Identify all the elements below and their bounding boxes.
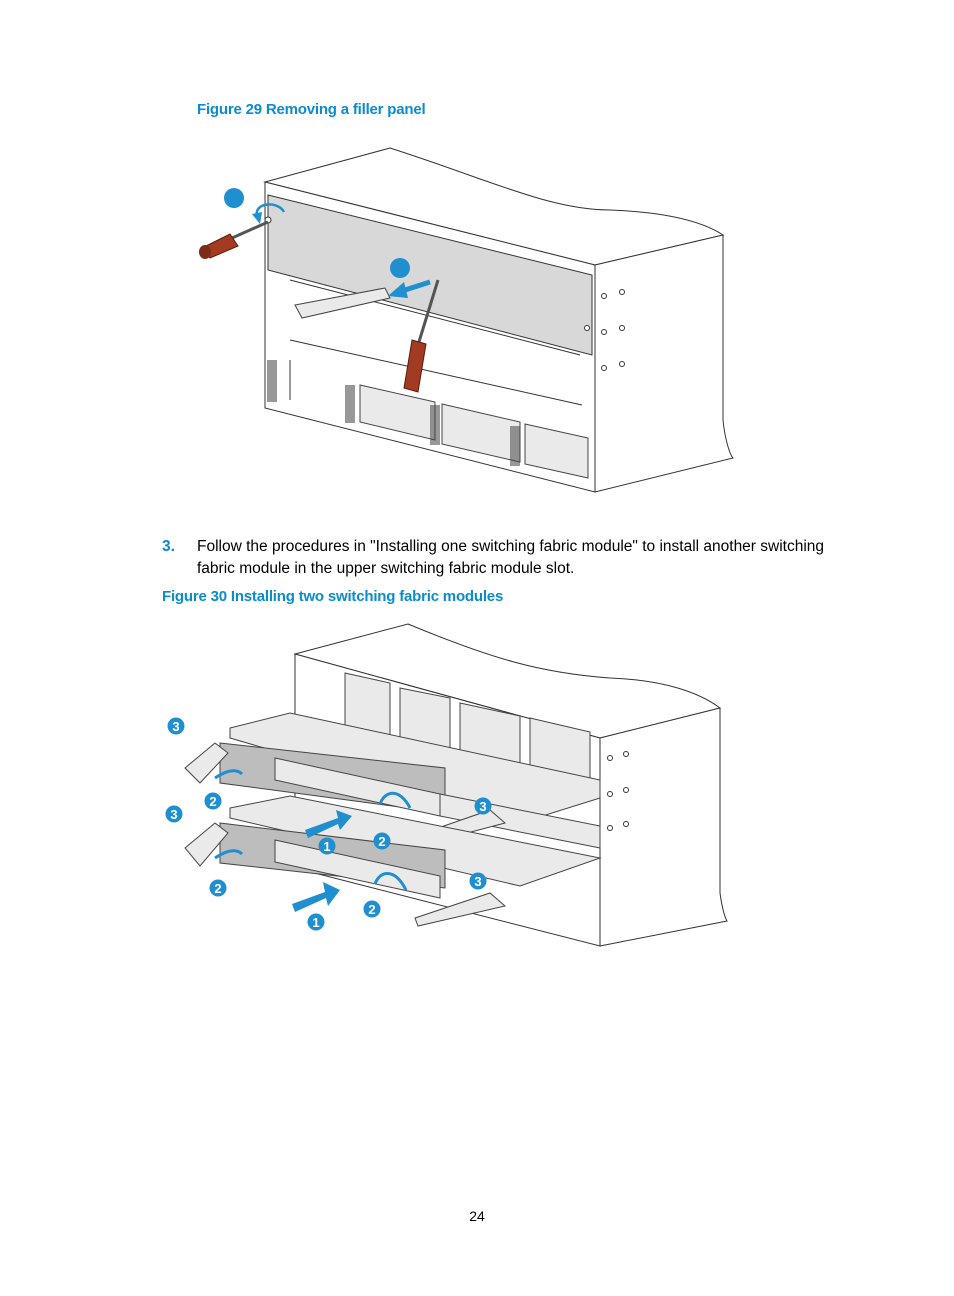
callout-1-a: 1 <box>318 837 336 855</box>
chassis-side <box>594 234 734 493</box>
screwdriver-left <box>199 220 269 259</box>
figure-29-illustration <box>199 147 734 493</box>
callout-1-fig29 <box>224 188 244 208</box>
rotate-arrow-upper-right-icon <box>378 791 412 809</box>
callout-1-b: 1 <box>307 913 325 931</box>
svg-text:2: 2 <box>214 881 221 896</box>
page-number: 24 <box>469 1208 485 1224</box>
chassis-top <box>263 147 725 266</box>
callout-3-c: 3 <box>474 797 492 815</box>
pull-arrow-icon <box>404 279 431 293</box>
svg-text:3: 3 <box>172 719 179 734</box>
lower-left-ejector <box>184 822 229 867</box>
lower-module-front <box>274 839 441 899</box>
figure-30-caption: Figure 30 Installing two switching fabri… <box>162 588 504 605</box>
figure-29-caption: Figure 29 Removing a filler panel <box>197 101 426 118</box>
callout-2-a: 2 <box>204 792 222 810</box>
rotate-arrow-lower-left-icon <box>214 849 244 860</box>
svg-text:3: 3 <box>479 799 486 814</box>
callout-2-d: 2 <box>363 900 381 918</box>
svg-text:3: 3 <box>474 874 481 889</box>
svg-text:2: 2 <box>368 902 375 917</box>
filler-panel <box>267 194 593 356</box>
lower-module-3 <box>524 423 589 479</box>
rotate-arrow-lower-right-icon <box>373 872 408 891</box>
svg-text:1: 1 <box>323 839 330 854</box>
panel-screw-right <box>584 325 590 331</box>
callout-3-b: 3 <box>165 805 183 823</box>
svg-text:2: 2 <box>378 834 385 849</box>
svg-text:2: 2 <box>209 794 216 809</box>
chassis-side-30 <box>599 707 728 947</box>
svg-text:3: 3 <box>170 807 177 822</box>
callout-2-c: 2 <box>373 832 391 850</box>
screwdriver-pry <box>403 279 440 393</box>
callout-2-fig29 <box>390 258 410 278</box>
figure-30-illustration: 3 3 2 2 1 1 2 2 3 3 <box>165 623 728 947</box>
callout-3-a: 3 <box>167 717 185 735</box>
lower-right-ejector <box>414 892 507 927</box>
callout-3-d: 3 <box>469 872 487 890</box>
upper-left-ejector <box>184 742 229 784</box>
callout-2-b: 2 <box>209 879 227 897</box>
push-arrow-upper-icon <box>305 810 352 838</box>
push-arrow-lower-icon <box>292 882 340 912</box>
step-text: Follow the procedures in "Installing one… <box>197 538 825 577</box>
rotate-arrow-upper-left-icon <box>214 769 244 780</box>
svg-text:1: 1 <box>312 915 319 930</box>
chassis-top-30 <box>293 623 722 739</box>
lower-module-tray <box>229 795 602 887</box>
step-number: 3. <box>162 538 175 555</box>
